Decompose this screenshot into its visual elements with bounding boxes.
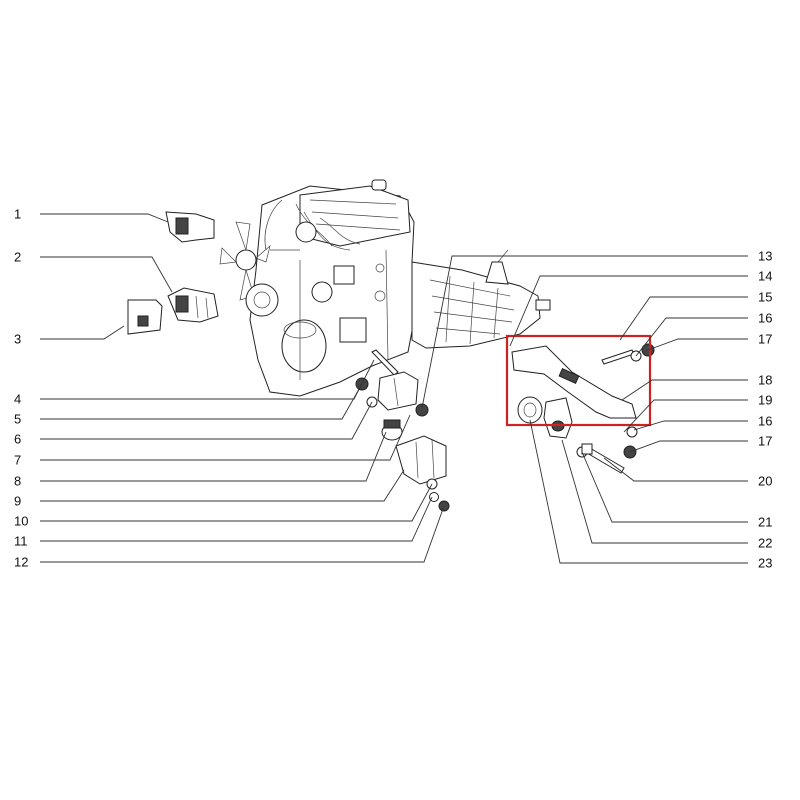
callout-label-c3: 3 xyxy=(14,332,21,347)
callout-label-c15: 15 xyxy=(758,290,772,305)
callout-label-c5: 5 xyxy=(14,412,21,427)
callout-label-c23: 23 xyxy=(758,556,772,571)
callout-label-c20: 20 xyxy=(758,474,772,489)
leader-line-c17b xyxy=(629,440,748,453)
callout-label-c17b: 17 xyxy=(758,434,772,449)
callout-label-c21: 21 xyxy=(758,515,772,530)
leader-lines xyxy=(40,213,748,564)
leader-line-c18 xyxy=(621,379,748,401)
part-22-bracket xyxy=(543,397,573,439)
engine-assembly xyxy=(219,179,417,397)
leader-line-c9 xyxy=(40,469,405,502)
leader-line-c6 xyxy=(40,401,373,440)
callout-label-c8: 8 xyxy=(14,474,21,489)
leader-line-c2 xyxy=(40,256,173,293)
gearbox-assembly xyxy=(411,249,551,349)
leader-line-c16b xyxy=(633,420,748,431)
leader-line-c11 xyxy=(40,496,433,542)
leader-line-c19 xyxy=(623,399,748,433)
part-2-mount xyxy=(167,287,219,323)
leader-line-c8 xyxy=(40,431,387,482)
leader-line-c15 xyxy=(619,296,748,341)
part-7-bracket xyxy=(377,371,419,411)
part-9-bracket xyxy=(395,435,447,485)
callout-label-c17a: 17 xyxy=(758,332,772,347)
highlight-box xyxy=(505,334,652,427)
callout-label-c16a: 16 xyxy=(758,311,772,326)
leader-line-c23 xyxy=(529,419,748,564)
leader-line-c14 xyxy=(509,275,748,347)
part-18-crossmember xyxy=(511,345,637,419)
callout-label-c2: 2 xyxy=(14,250,21,265)
callout-label-c9: 9 xyxy=(14,494,21,509)
leader-line-c5 xyxy=(40,383,363,420)
callout-labels: 1234567891011121314151617181916172021222… xyxy=(14,207,772,571)
leader-line-c21 xyxy=(581,451,748,523)
leader-line-c1 xyxy=(40,213,169,223)
part-8-mount xyxy=(381,419,403,441)
part-3-plate xyxy=(127,299,163,335)
part-15-stud xyxy=(601,349,635,365)
part-1-bracket xyxy=(165,211,215,243)
callout-label-c13: 13 xyxy=(758,249,772,264)
leader-line-c4 xyxy=(40,359,375,400)
part-16-washer-bottom xyxy=(626,426,638,438)
callout-label-c16b: 16 xyxy=(758,414,772,429)
callout-label-c7: 7 xyxy=(14,453,21,468)
leader-line-c20 xyxy=(603,457,748,482)
callout-label-c1: 1 xyxy=(14,207,21,222)
callout-label-c19: 19 xyxy=(758,393,772,408)
callout-label-c18: 18 xyxy=(758,373,772,388)
callout-label-c10: 10 xyxy=(14,514,28,529)
callout-label-c12: 12 xyxy=(14,555,28,570)
callout-label-c6: 6 xyxy=(14,432,21,447)
part-4-pin xyxy=(371,349,399,376)
part-23-bushing xyxy=(517,396,543,424)
leader-line-c17a xyxy=(647,338,748,351)
part-11-washer xyxy=(429,492,439,502)
leader-line-c3 xyxy=(40,325,125,340)
callout-label-c22: 22 xyxy=(758,536,772,551)
leader-line-c10 xyxy=(40,483,433,522)
part-13-nut xyxy=(415,403,429,417)
leader-line-c22 xyxy=(561,439,748,544)
callout-label-c4: 4 xyxy=(14,392,21,407)
callout-label-c11: 11 xyxy=(14,534,28,549)
leader-line-c13 xyxy=(421,255,748,409)
callout-label-c14: 14 xyxy=(758,269,772,284)
leader-line-c7 xyxy=(40,414,411,461)
leader-line-c12 xyxy=(40,505,445,563)
leader-line-c16a xyxy=(635,317,748,357)
